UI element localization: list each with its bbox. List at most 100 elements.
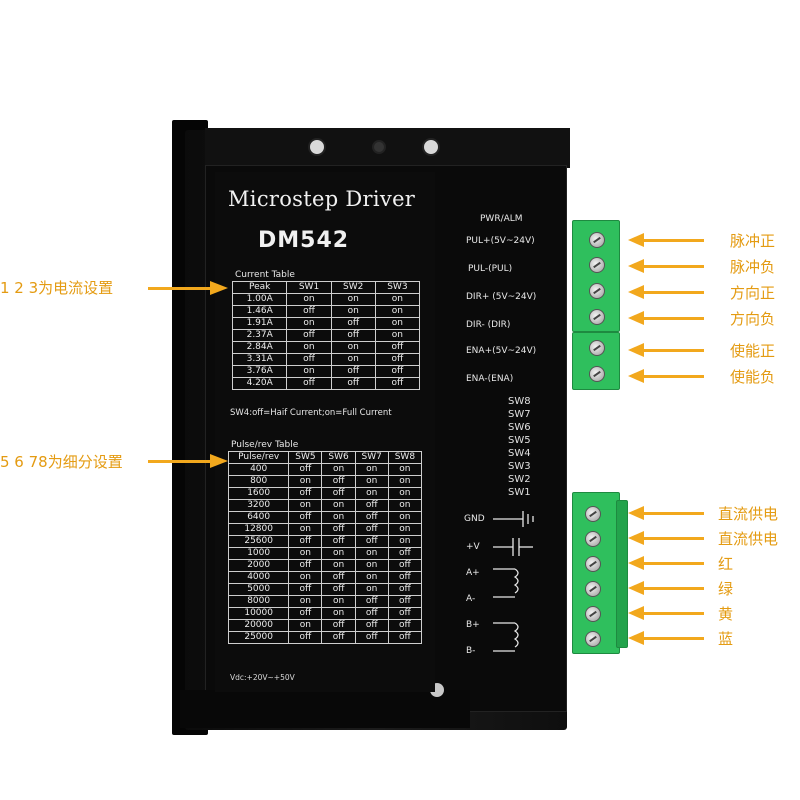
current-table-row-cell: off [330, 365, 376, 378]
current-table-row-cell: on [374, 305, 421, 318]
pulse-table-row-cell: on [387, 475, 423, 488]
pulse-table-row-cell: off [288, 559, 323, 572]
current-table-row-cell: off [286, 329, 332, 342]
terminal-screw-b-minus[interactable] [585, 631, 601, 647]
current-table-row-cell: 1.46A [231, 305, 288, 318]
pulse-table-row-cell: off [354, 631, 389, 644]
coil-a-symbol [493, 568, 519, 598]
pulse-table-row-cell: 25000 [227, 631, 290, 644]
arrow-pulse-line [148, 460, 210, 463]
pulse-table-row-cell: on [387, 535, 423, 548]
annotation-right: 红 [718, 555, 734, 573]
pulse-table-row-cell: off [288, 535, 323, 548]
pulse-table-row-cell: on [387, 463, 423, 476]
pulse-table-row-cell: off [354, 607, 389, 620]
switch-label-sw2: SW2 [508, 474, 531, 485]
arrow-right-head [628, 581, 644, 595]
arrow-right-line [644, 317, 704, 320]
b-minus-label: B- [466, 646, 476, 656]
gnd-label: GND [464, 514, 485, 524]
pulse-table-row-cell: off [387, 595, 423, 608]
pulse-table-row-cell: on [321, 463, 356, 476]
pulse-table-row-cell: off [321, 535, 356, 548]
pulse-table-row-cell: 800 [227, 475, 290, 488]
annotation-right: 方向正 [730, 284, 776, 302]
arrow-current-line [148, 287, 210, 290]
arrow-right-head [628, 311, 644, 325]
terminal-screw-5[interactable] [589, 340, 605, 356]
pulse-table-row-cell: off [387, 583, 423, 596]
current-table-header-cell: SW2 [330, 281, 376, 294]
terminal-screw-vplus[interactable] [585, 531, 601, 547]
terminal-screw-4[interactable] [589, 309, 605, 325]
pulse-table-row-cell: on [354, 475, 389, 488]
terminal-screw-6[interactable] [589, 366, 605, 382]
terminal-screw-a-minus[interactable] [585, 581, 601, 597]
pulse-table-title: Pulse/rev Table [231, 440, 299, 450]
arrow-right-line [644, 637, 704, 640]
annotation-right: 使能负 [730, 368, 776, 386]
pulse-table-row-cell: on [387, 523, 423, 536]
terminal-screw-3[interactable] [589, 283, 605, 299]
mount-hole-left [308, 138, 326, 156]
arrow-right-line [644, 349, 704, 352]
pulse-table-row-cell: 20000 [227, 619, 290, 632]
terminal-screw-2[interactable] [589, 257, 605, 273]
device-model: DM542 [258, 228, 350, 253]
schematic-symbols [493, 511, 534, 652]
current-table-row-cell: on [330, 353, 376, 366]
current-table-row-cell: 2.37A [231, 329, 288, 342]
pulse-table-row-cell: on [321, 595, 356, 608]
pulse-table-row-cell: 8000 [227, 595, 290, 608]
pulse-table-row-cell: on [321, 559, 356, 572]
current-table-row-cell: on [286, 365, 332, 378]
switch-label-sw3: SW3 [508, 461, 531, 472]
driver-bottom-foot [180, 690, 470, 728]
pulse-table-row-cell: 10000 [227, 607, 290, 620]
current-table-row-cell: 1.00A [231, 293, 288, 306]
current-table-row-cell: on [374, 317, 421, 330]
pulse-table-row-cell: off [288, 631, 323, 644]
ena-minus-label: ENA-(ENA) [466, 374, 514, 384]
switch-label-sw6: SW6 [508, 422, 531, 433]
pulse-table-row-cell: off [387, 559, 423, 572]
terminal-screw-b-plus[interactable] [585, 606, 601, 622]
current-table-row-cell: off [374, 341, 421, 354]
pulse-table-header-cell: Pulse/rev [227, 451, 290, 464]
switch-label-sw8: SW8 [508, 396, 531, 407]
annotation-right: 脉冲负 [730, 258, 776, 276]
pulse-table-row-cell: on [321, 499, 356, 512]
current-table-row-cell: off [286, 353, 332, 366]
pulse-table-row-cell: off [354, 511, 389, 524]
annotation-right: 直流供电 [718, 505, 779, 523]
arrow-right-line [644, 265, 704, 268]
terminal-screw-gnd[interactable] [585, 506, 601, 522]
vplus-label: +V [466, 542, 480, 552]
current-table-header-cell: SW3 [374, 281, 421, 294]
pwr-alm-label: PWR/ALM [480, 214, 523, 224]
dir-plus-label: DIR+ (5V~24V) [466, 292, 537, 302]
terminal-screw-a-plus[interactable] [585, 556, 601, 572]
current-table-title: Current Table [235, 270, 295, 280]
sw4-note: SW4:off=Haif Current;on=Full Current [230, 408, 392, 418]
pulse-table-row-cell: off [387, 571, 423, 584]
pulse-table-row-cell: off [288, 487, 323, 500]
current-table-row-cell: on [374, 329, 421, 342]
mount-hole-right [422, 138, 440, 156]
ground-symbol [493, 511, 534, 527]
terminal-screw-1[interactable] [589, 232, 605, 248]
arrow-right-head [628, 369, 644, 383]
arrow-right-line [644, 512, 704, 515]
annotation-right: 脉冲正 [730, 232, 776, 250]
